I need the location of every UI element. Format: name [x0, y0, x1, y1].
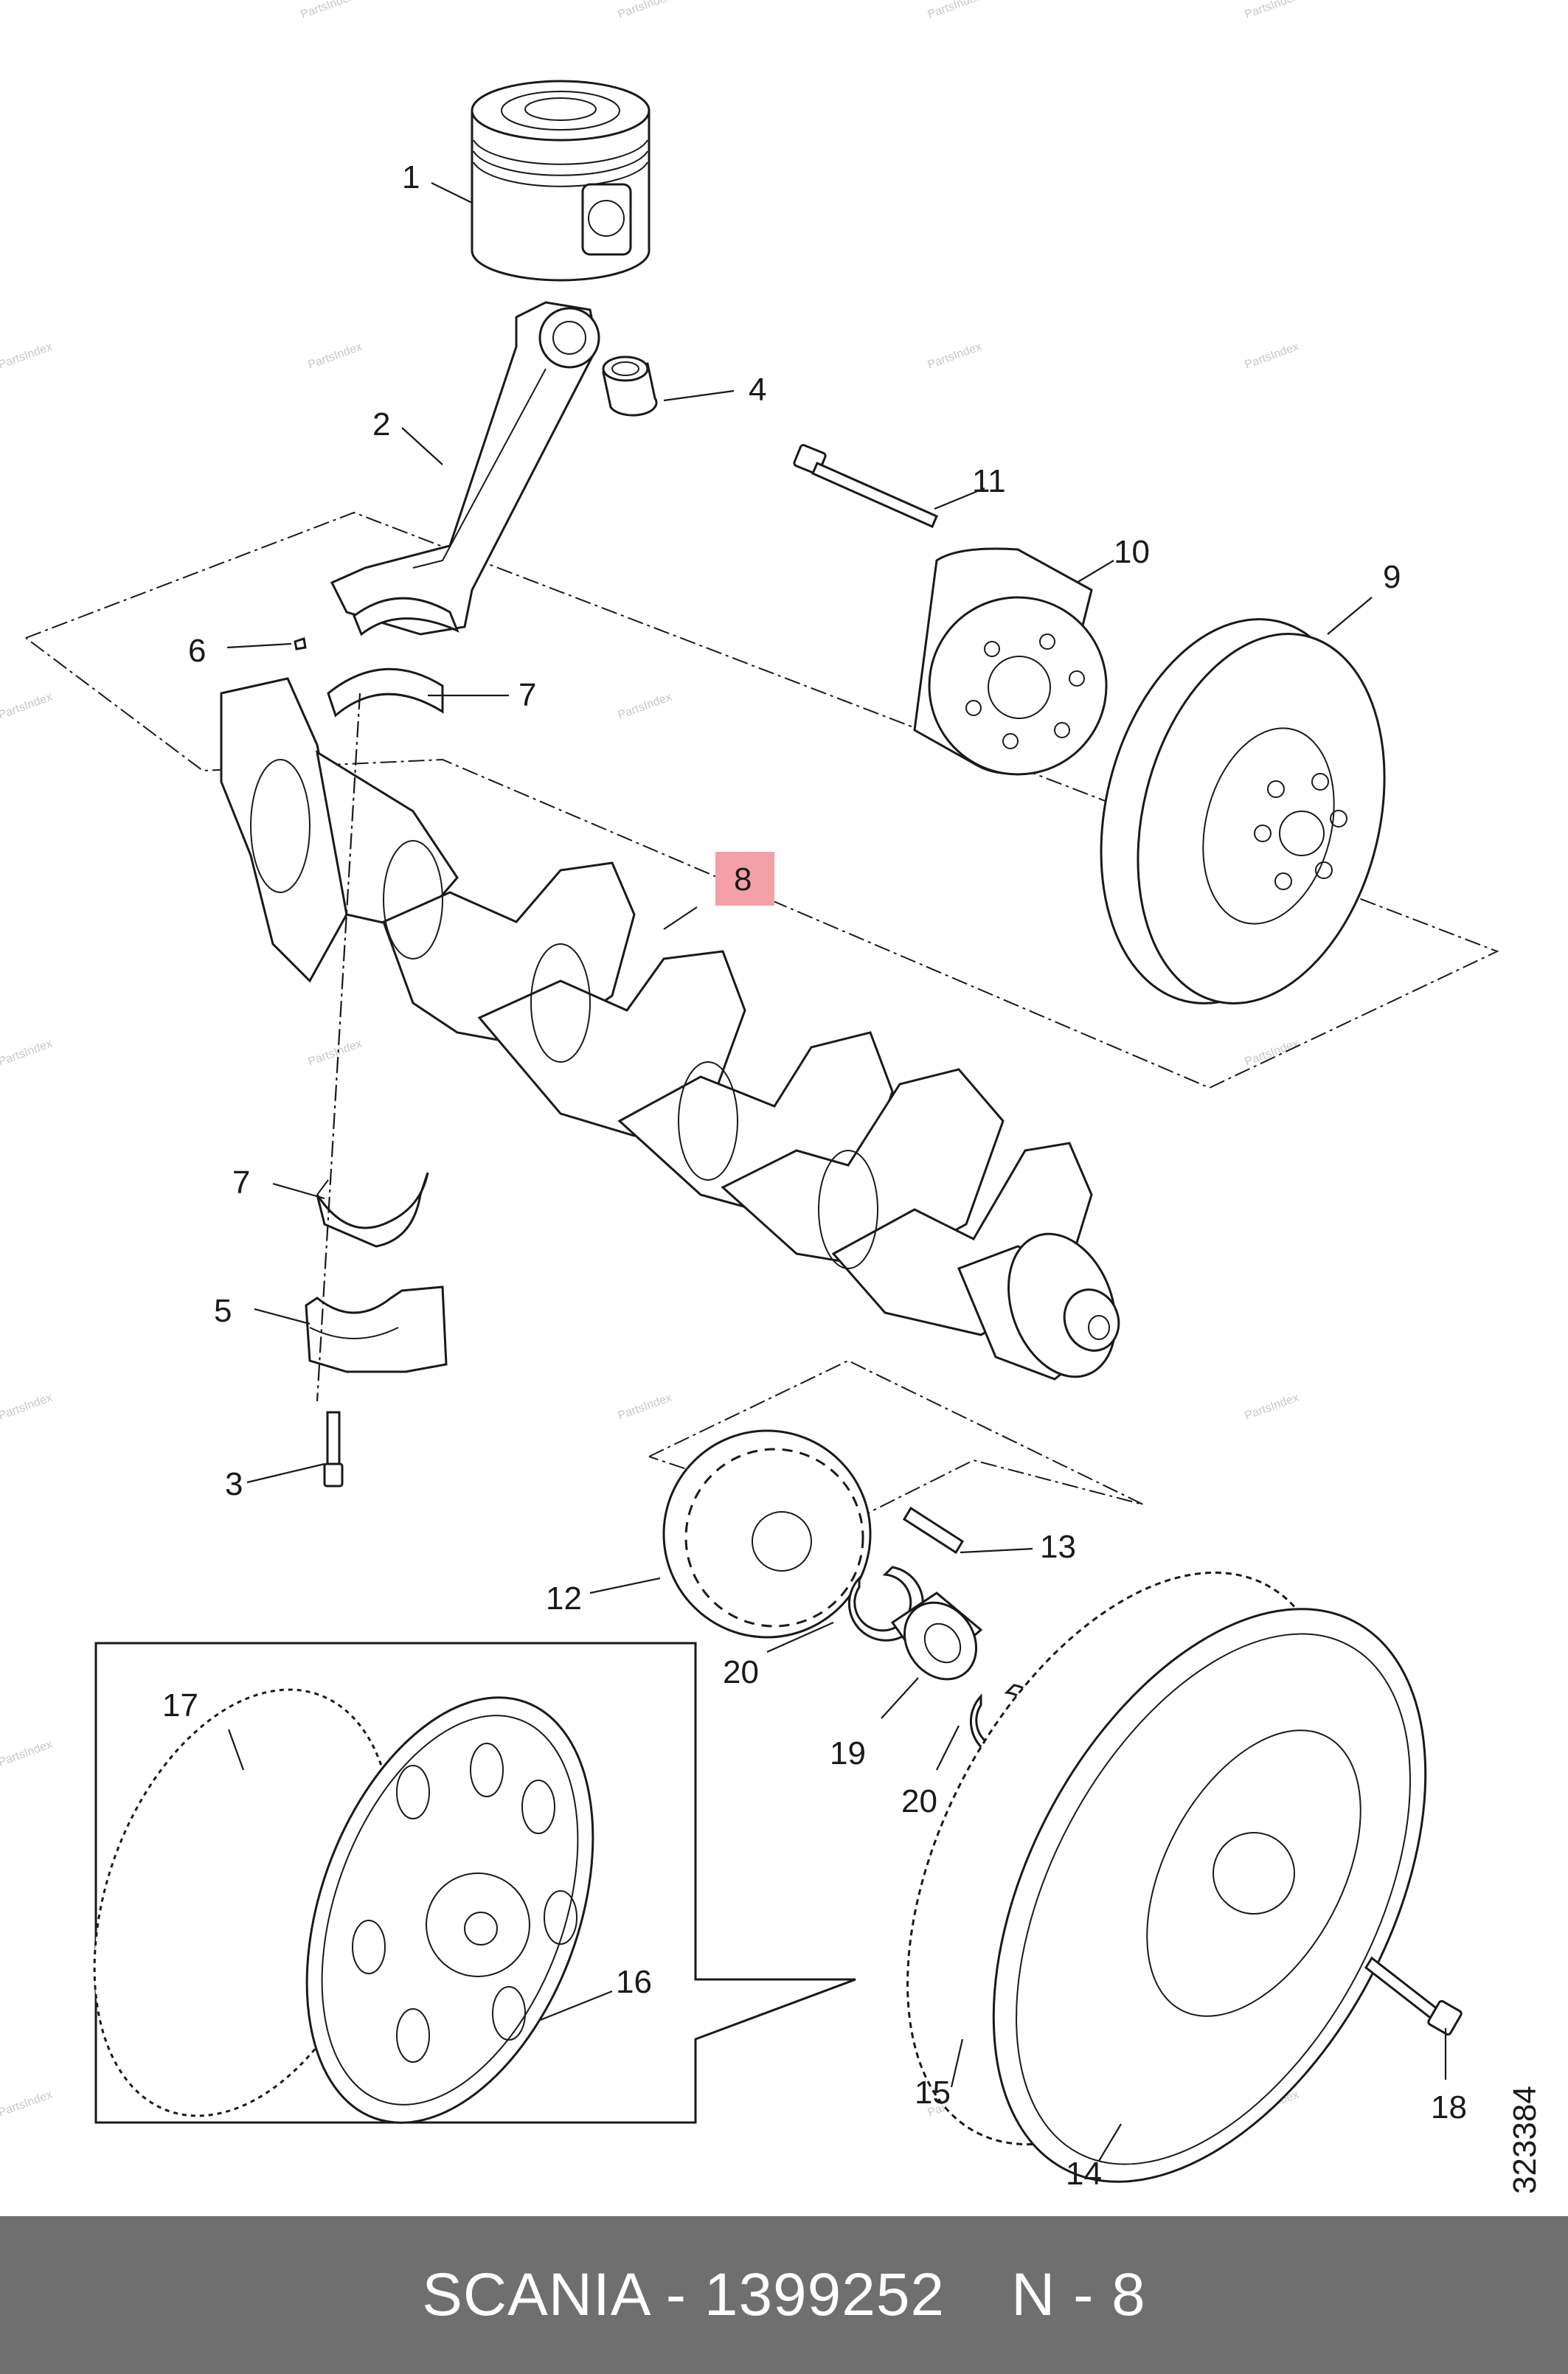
watermark: PartsIndex	[617, 691, 674, 722]
vibration-damper	[1100, 618, 1386, 1004]
callout-1: 1	[402, 159, 420, 195]
watermark: PartsIndex	[307, 1038, 364, 1069]
watermark: PartsIndex	[299, 0, 357, 21]
callout-15: 15	[915, 2075, 951, 2111]
callout-11: 11	[972, 463, 1006, 499]
watermark: PartsIndex	[1243, 1392, 1301, 1423]
watermark: PartsIndex	[617, 1392, 674, 1423]
callout-2: 2	[372, 406, 390, 442]
callout-10: 10	[1114, 534, 1150, 570]
exploded-parts-diagram: PartsIndex PartsIndex PartsIndex PartsIn…	[0, 0, 1543, 2194]
callout-labels: 1 2 3 4 5 6 7 7 8 9 10 11 12 13 14 15 16…	[162, 159, 1467, 2192]
footer-brand-part: SCANIA - 1399252	[422, 2261, 946, 2328]
watermark: PartsIndex	[0, 341, 54, 372]
drawing-number: 323384	[1507, 2086, 1543, 2194]
watermark: PartsIndex	[1243, 1038, 1301, 1069]
callout-14: 14	[1066, 2156, 1102, 2192]
callout-19: 19	[830, 1735, 866, 1771]
crankshaft	[220, 677, 1120, 1381]
flywheel	[906, 1571, 1427, 2183]
watermark: PartsIndex	[0, 2089, 54, 2120]
leader-lines	[226, 182, 1447, 2162]
lower-main-bearing-shell	[316, 1172, 429, 1248]
watermark: PartsIndex	[307, 341, 364, 372]
dowel-pin	[294, 637, 307, 650]
idler-gear	[662, 1429, 872, 1639]
callout-8: 8	[734, 861, 752, 898]
callout-20-upper: 20	[723, 1654, 759, 1690]
watermark: PartsIndex	[926, 0, 984, 21]
cap-bolt	[323, 1411, 344, 1488]
damper-hub	[913, 547, 1108, 776]
gear-bearing	[890, 1592, 983, 1681]
callout-17: 17	[162, 1687, 198, 1724]
flywheel-bolt	[1364, 1956, 1463, 2036]
watermark: PartsIndex	[1243, 341, 1301, 372]
gear-pin	[902, 1506, 965, 1555]
alternative-flywheel-inset	[93, 1642, 856, 2124]
piston	[471, 80, 651, 282]
callout-3: 3	[225, 1466, 243, 1502]
watermark: PartsIndex	[926, 341, 984, 372]
callout-13: 13	[1040, 1529, 1076, 1565]
damper-bolt	[793, 444, 938, 528]
watermark: PartsIndex	[617, 0, 674, 21]
watermark: PartsIndex	[0, 1738, 54, 1769]
callout-16: 16	[616, 1964, 652, 2000]
callout-5: 5	[214, 1293, 232, 1329]
footer-text: SCANIA - 1399252 N - 8	[422, 2260, 1146, 2330]
connecting-rod	[330, 301, 600, 636]
watermark: PartsIndex	[0, 691, 54, 722]
upper-main-bearing-shell	[327, 667, 444, 718]
watermark: PartsIndex	[0, 1038, 54, 1069]
footer-bar: SCANIA - 1399252 N - 8	[0, 2216, 1568, 2374]
callout-7-lower: 7	[232, 1165, 250, 1201]
callout-12: 12	[546, 1580, 582, 1617]
callout-7-upper: 7	[518, 677, 536, 713]
callout-9: 9	[1383, 559, 1401, 595]
highlight-box	[715, 852, 774, 906]
watermark: PartsIndex	[1243, 0, 1301, 21]
callout-6: 6	[188, 633, 206, 669]
callout-4: 4	[749, 372, 766, 408]
callout-18: 18	[1431, 2089, 1467, 2125]
small-end-bush	[602, 355, 658, 417]
callout-20-lower: 20	[901, 1783, 937, 1819]
footer-ref: N - 8	[1011, 2261, 1146, 2328]
watermark: PartsIndex	[0, 1392, 54, 1423]
main-bearing-cap	[305, 1285, 448, 1373]
